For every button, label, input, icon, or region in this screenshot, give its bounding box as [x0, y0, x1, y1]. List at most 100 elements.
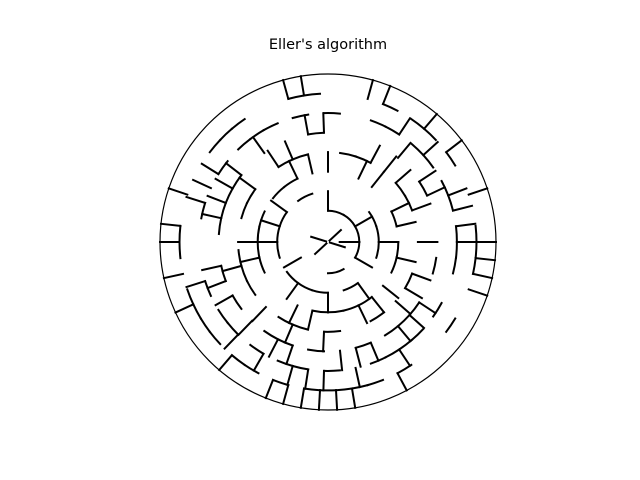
maze-wall-102 [306, 348, 326, 353]
maze-wall-79 [266, 149, 280, 169]
maze-wall-139 [322, 369, 341, 372]
maze-wall-201 [174, 302, 195, 314]
maze-wall-57 [390, 201, 411, 213]
maze-wall-118 [214, 177, 234, 190]
figure-title: Eller's algorithm [269, 37, 387, 53]
maze-wall-128 [425, 185, 447, 197]
maze-wall-130 [454, 240, 458, 259]
maze-wall-75 [237, 249, 243, 268]
maze-wall-70 [277, 315, 295, 326]
maze-wall-74 [221, 264, 243, 273]
maze-wall-225 [474, 224, 478, 244]
maze-wall-161 [322, 112, 341, 115]
maze-wall-116 [206, 194, 228, 205]
maze-wall-175 [474, 240, 478, 260]
maze-wall-103 [285, 344, 294, 366]
maze-wall-141 [304, 368, 310, 390]
maze-wall-214 [299, 75, 306, 97]
maze-wall-120 [224, 161, 243, 177]
maze-wall-52 [287, 159, 299, 180]
maze-wall-43 [287, 304, 299, 325]
maze-wall-151 [185, 279, 207, 289]
maze-wall-12 [353, 215, 374, 228]
maze-wall-145 [252, 352, 265, 372]
maze-wall-187 [334, 389, 339, 411]
maze-wall-13 [353, 225, 361, 244]
maze-wall-217 [381, 84, 392, 106]
maze-wall-178 [471, 272, 494, 280]
maze-wall-105 [267, 337, 280, 359]
maze-wall-82 [291, 153, 310, 161]
maze-wall-38 [357, 304, 369, 325]
maze-wall-63 [403, 286, 424, 300]
maze-wall-164 [397, 116, 412, 136]
maze-wall-71 [250, 305, 268, 323]
maze-wall-98 [369, 341, 380, 363]
maze-wall-121 [251, 135, 266, 155]
maze-wall-53 [306, 153, 314, 175]
maze-wall-176 [474, 256, 497, 262]
maze-wall-61 [410, 272, 432, 282]
maze-wall-182 [396, 371, 409, 392]
maze-wall-138 [354, 366, 361, 389]
maze-wall-221 [422, 127, 438, 142]
maze-wall-204 [178, 240, 182, 260]
maze-wall-101 [338, 349, 344, 372]
maze-wall-35 [381, 284, 400, 300]
maze-wall-143 [286, 364, 294, 387]
maze-wall-169 [446, 187, 468, 197]
maze-wall-126 [417, 169, 437, 183]
maze-wall-17 [342, 281, 360, 292]
maze-wall-211 [230, 117, 247, 131]
maze-wall-66 [322, 329, 342, 333]
maze-wall-112 [201, 264, 223, 272]
maze-wall-85 [369, 144, 382, 165]
maze-wall-180 [444, 317, 457, 334]
maze-wall-220 [422, 112, 439, 131]
maze-wall-59 [395, 220, 417, 228]
maze-wall-28 [269, 199, 289, 214]
maze-wall-159 [262, 121, 280, 132]
maze-wall-147 [223, 333, 240, 351]
maze-wall-22 [285, 270, 300, 285]
maze-wall-114 [201, 212, 223, 220]
maze-wall-97 [383, 324, 400, 337]
maze-wall-146 [248, 343, 265, 356]
maze-wall-94 [408, 313, 426, 330]
maze-wall-2 [309, 235, 328, 243]
maze-wall-154 [191, 178, 213, 190]
maze-wall-223 [444, 150, 457, 167]
maze-wall-208 [167, 187, 189, 196]
maze-wall-65 [369, 310, 386, 323]
maze-wall-203 [162, 272, 185, 280]
maze-wall-218 [381, 102, 399, 113]
maze-wall-202 [186, 288, 195, 306]
maze-wall-224 [467, 187, 489, 196]
maze-wall-137 [369, 356, 387, 365]
maze-wall-7 [326, 267, 345, 275]
maze-wall-191 [299, 387, 306, 409]
maze-wall-189 [317, 389, 322, 411]
maze-wall-86 [382, 155, 398, 174]
maze-wall-124 [322, 112, 326, 134]
maze-wall-100 [354, 346, 362, 368]
maze-wall-16 [356, 281, 371, 301]
maze-wall-109 [214, 294, 234, 307]
maze-wall-21 [285, 281, 300, 301]
maze-wall-155 [200, 162, 220, 176]
maze-wall-156 [217, 159, 230, 176]
maze-wall-67 [322, 330, 326, 353]
maze-wall-222 [444, 138, 464, 154]
maze-wall-69 [283, 323, 295, 344]
maze-wall-64 [394, 299, 412, 316]
maze-wall-132 [431, 301, 443, 318]
maze-wall-135 [397, 348, 412, 368]
maze-wall-149 [217, 308, 230, 325]
maze-wall-106 [262, 329, 280, 341]
maze-wall-212 [281, 78, 290, 101]
maze-wall-92 [417, 301, 437, 315]
maze-wall-216 [366, 78, 375, 101]
maze-wall-45 [239, 256, 261, 264]
maze-wall-144 [276, 359, 294, 368]
maze-wall-3 [328, 228, 343, 243]
